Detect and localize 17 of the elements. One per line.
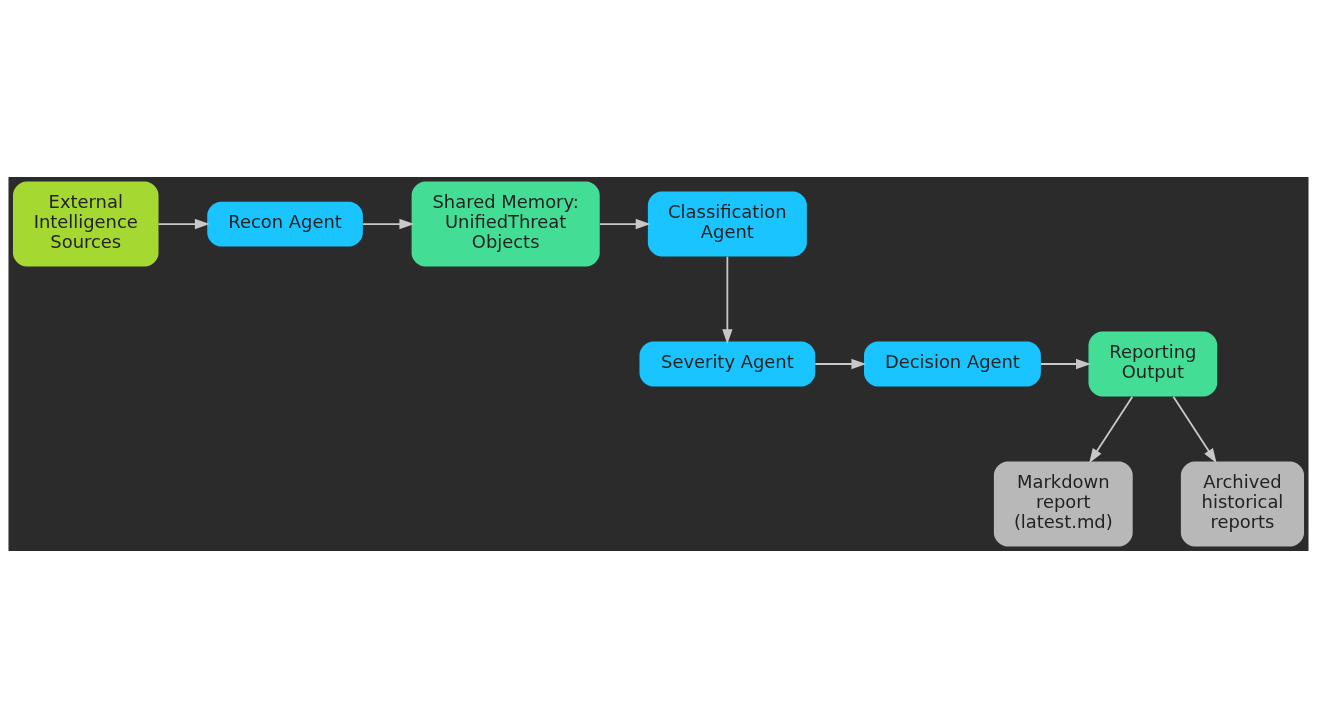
node-box: Recon Agent	[207, 201, 363, 246]
node-box: External Intelligence Sources	[12, 181, 159, 267]
node-box: Severity Agent	[639, 341, 816, 386]
node-box: Classification Agent	[647, 191, 807, 256]
node-box: Decision Agent	[864, 341, 1041, 386]
arrow	[1040, 358, 1091, 369]
node-box: Shared Memory: UnifiedThreat Objects	[411, 181, 600, 267]
arrow	[1172, 395, 1217, 463]
arrow	[722, 255, 733, 344]
arrow	[599, 218, 651, 229]
arrow	[362, 218, 415, 229]
arrow	[157, 218, 210, 229]
arrow	[1089, 395, 1134, 463]
node-box: Reporting Output	[1088, 331, 1218, 396]
arrow	[814, 358, 867, 369]
node-box: Markdown report (latest.md)	[993, 460, 1133, 546]
node-box: Archived historical reports	[1180, 460, 1305, 546]
